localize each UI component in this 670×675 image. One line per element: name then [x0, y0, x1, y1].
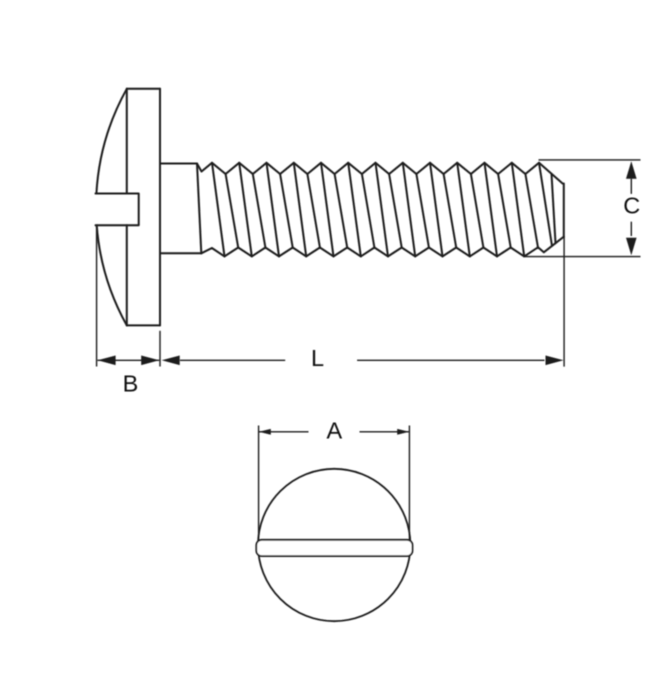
svg-text:A: A: [326, 418, 342, 444]
svg-text:L: L: [311, 345, 324, 371]
svg-text:C: C: [623, 193, 640, 219]
svg-text:B: B: [123, 371, 139, 397]
